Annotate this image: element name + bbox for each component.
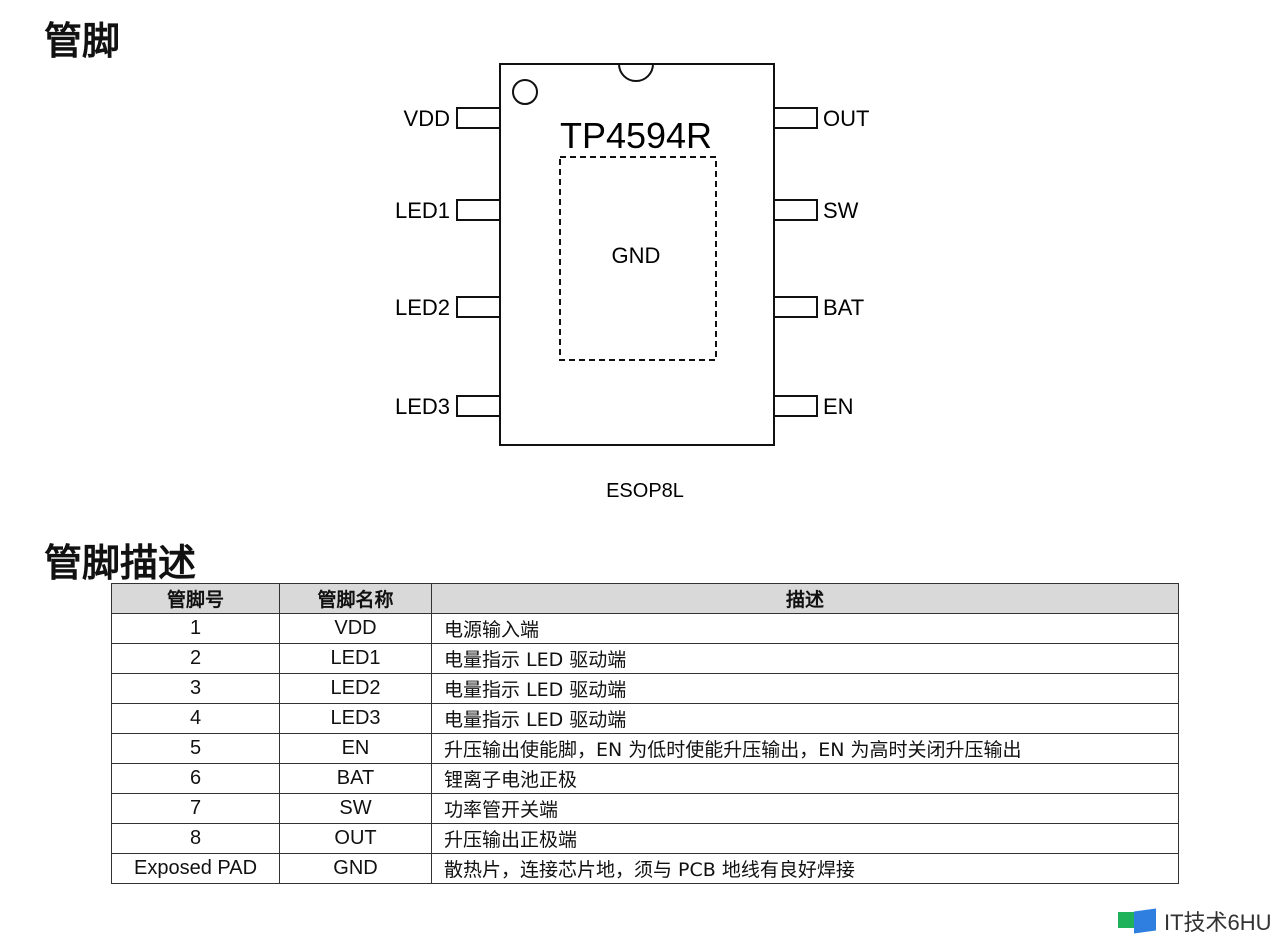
pin-label: LED3 (395, 394, 450, 419)
package-label: ESOP8L (606, 480, 684, 502)
pin-name: EN (279, 733, 432, 764)
pin-description: 散热片，连接芯片地，须与 PCB 地线有良好焊接 (431, 853, 1179, 884)
pin-name: OUT (279, 823, 432, 854)
pin-label: VDD (404, 106, 450, 131)
pin-number: 6 (111, 763, 280, 794)
pin-label: OUT (823, 106, 869, 131)
pin-lead (456, 107, 501, 129)
pin-description: 功率管开关端 (431, 793, 1179, 824)
pin-lead (456, 199, 501, 221)
pin-label: LED2 (395, 295, 450, 320)
pin-description: 电源输入端 (431, 613, 1179, 644)
pin-lead (773, 395, 818, 417)
pin-lead (773, 199, 818, 221)
heading-pin-description: 管脚描述 (44, 541, 197, 585)
pin-description: 升压输出使能脚，EN 为低时使能升压输出，EN 为高时关闭升压输出 (431, 733, 1179, 764)
part-number: TP4594R (560, 115, 712, 156)
pin-description: 电量指示 LED 驱动端 (431, 703, 1179, 734)
pin-name: LED3 (279, 703, 432, 734)
pin-number: 4 (111, 703, 280, 734)
chip-body (499, 63, 775, 446)
pin-name: SW (279, 793, 432, 824)
pin-number: 5 (111, 733, 280, 764)
pin-lead (456, 296, 501, 318)
header-pin-number: 管脚号 (111, 583, 280, 614)
header-pin-name: 管脚名称 (279, 583, 432, 614)
watermark: IT技术6HU (1118, 905, 1272, 937)
pin-name: LED2 (279, 673, 432, 704)
pin-label: LED1 (395, 198, 450, 223)
heading-pins: 管脚 (44, 19, 121, 63)
chip-notch (618, 63, 654, 82)
pin-number: 2 (111, 643, 280, 674)
pin-name: GND (279, 853, 432, 884)
pin-lead (773, 296, 818, 318)
pin-lead (456, 395, 501, 417)
watermark-text: IT技术6HU (1164, 910, 1272, 935)
pin-description: 升压输出正极端 (431, 823, 1179, 854)
header-description: 描述 (431, 583, 1179, 614)
pin-lead (773, 107, 818, 129)
pin-number: 8 (111, 823, 280, 854)
pin-number: 3 (111, 673, 280, 704)
pin-number: 1 (111, 613, 280, 644)
pin-label: EN (823, 394, 854, 419)
pin-label: BAT (823, 295, 864, 320)
pin1-marker (512, 79, 538, 105)
watermark-logo-icon (1118, 908, 1158, 934)
pin-description: 锂离子电池正极 (431, 763, 1179, 794)
pin-name: LED1 (279, 643, 432, 674)
pin-description: 电量指示 LED 驱动端 (431, 673, 1179, 704)
pin-number: Exposed PAD (111, 853, 280, 884)
pin-name: BAT (279, 763, 432, 794)
pin-description: 电量指示 LED 驱动端 (431, 643, 1179, 674)
pin-number: 7 (111, 793, 280, 824)
pin-name: VDD (279, 613, 432, 644)
pad-label: GND (612, 243, 661, 268)
pin-label: SW (823, 198, 859, 223)
